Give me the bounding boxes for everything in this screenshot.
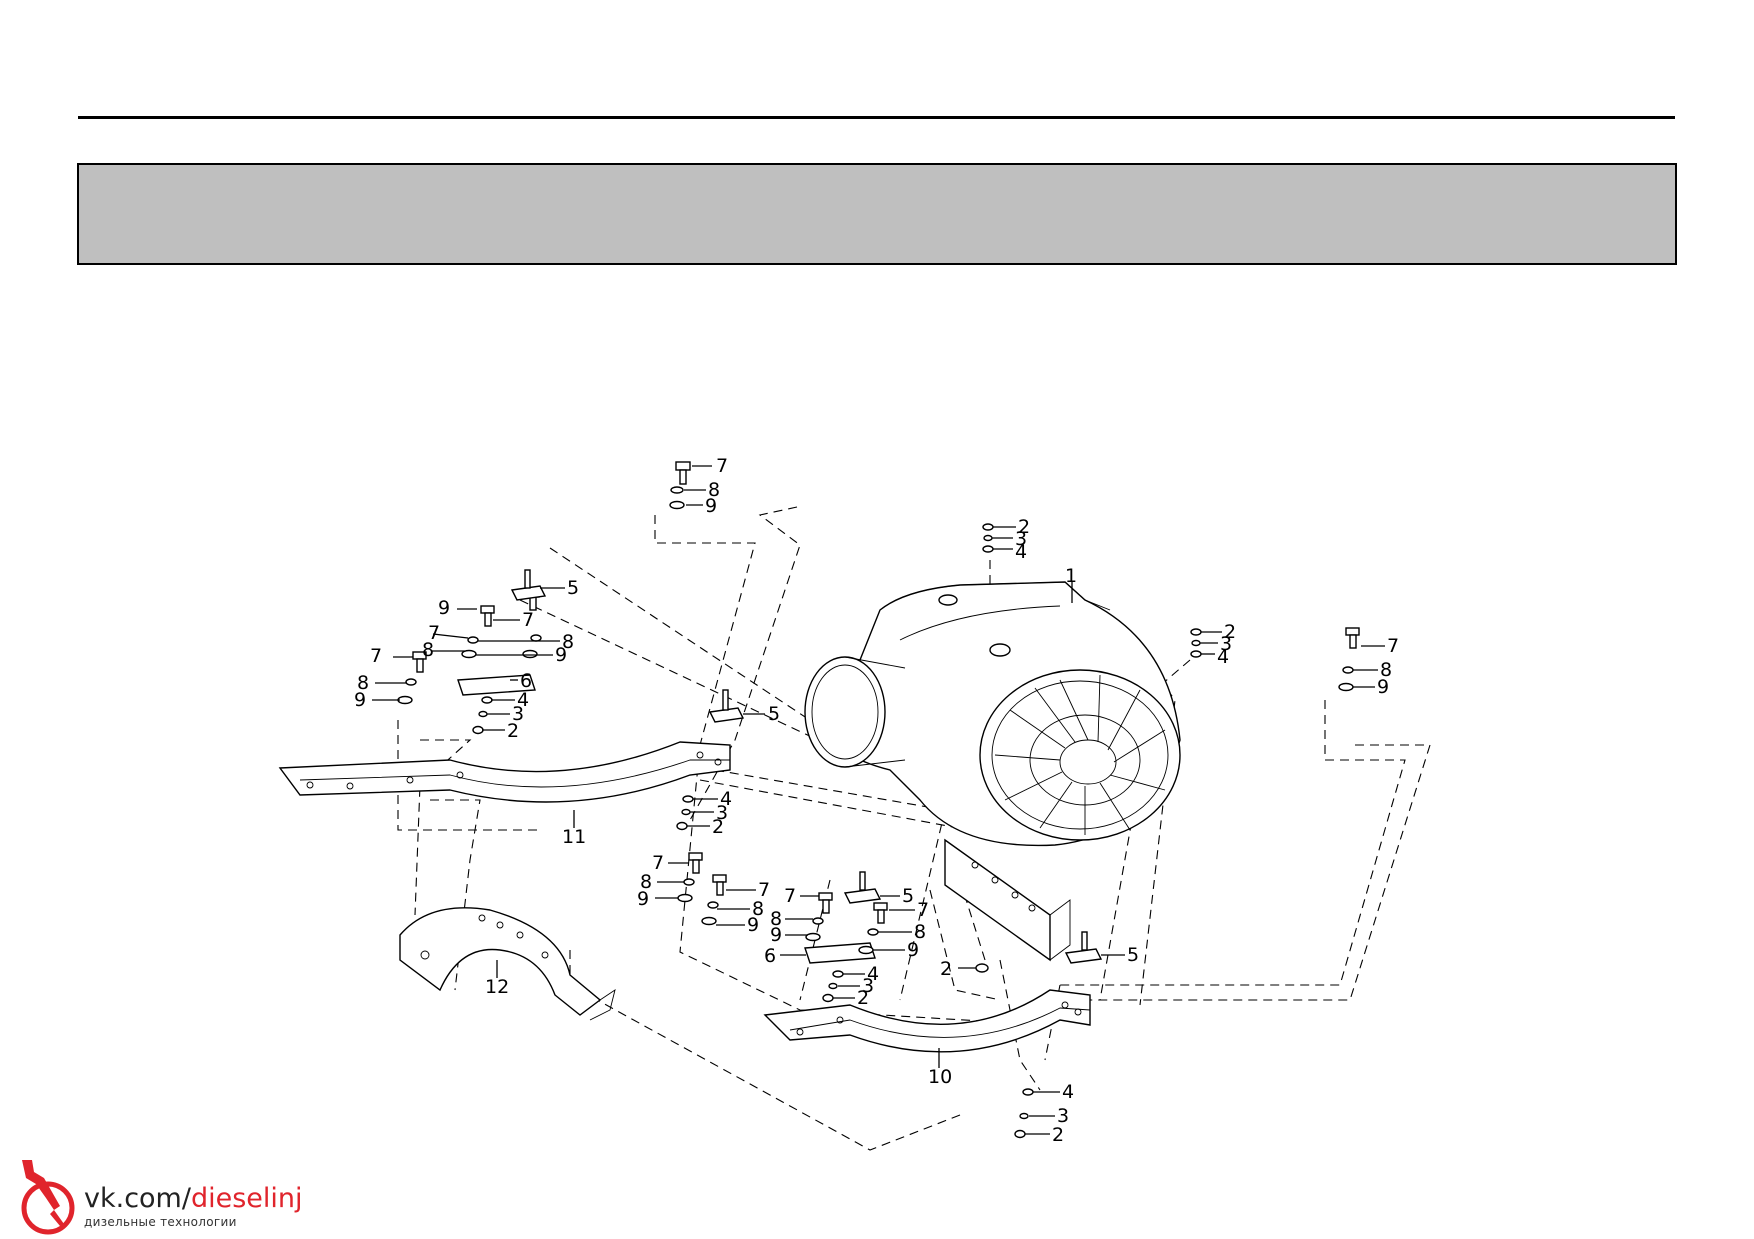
callout-2: 2 (1018, 516, 1030, 538)
callout-7: 7 (652, 852, 664, 874)
callout-7: 7 (716, 455, 728, 477)
dieselinj-logo (21, 1160, 75, 1235)
callout-10: 10 (928, 1066, 952, 1088)
watermark-url-accent: dieselinj (190, 1183, 303, 1214)
callout-8: 8 (357, 672, 369, 694)
callout-7: 7 (784, 885, 796, 907)
callout-9: 9 (747, 914, 759, 936)
callout-9: 9 (1377, 676, 1389, 698)
mount-plate-6b (804, 942, 876, 964)
callout-9: 9 (555, 644, 567, 666)
callout-11: 11 (562, 826, 586, 848)
watermark-text: vk.com/dieselinj дизельные технологии (84, 1184, 303, 1230)
callout-3: 3 (1220, 633, 1232, 655)
callout-3: 3 (862, 975, 874, 997)
header-banner (77, 163, 1677, 265)
callout-7: 7 (758, 879, 770, 901)
watermark-url[interactable]: vk.com/dieselinj (84, 1184, 303, 1214)
callout-labels: 7 8 9 1 2 3 4 2 3 4 9 7 8 5 7 8 9 7 8 9 … (354, 455, 1399, 1146)
callout-2: 2 (940, 958, 952, 980)
callout-4: 4 (1015, 541, 1027, 563)
callout-5: 5 (567, 577, 579, 599)
callout-8: 8 (562, 631, 574, 653)
callout-9: 8 (422, 639, 434, 661)
callout-9: 9 (770, 924, 782, 946)
callout-8: 8 (640, 871, 652, 893)
callout-1: 1 (1065, 565, 1077, 587)
bracket-beam-10 (763, 989, 1091, 1053)
arch-bracket-12 (399, 907, 616, 1021)
callout-8: 8 (1380, 659, 1392, 681)
callout-2: 2 (1224, 621, 1236, 643)
callout-9: 9 (705, 495, 717, 517)
callout-7: 7 (1387, 635, 1399, 657)
callout-2: 2 (507, 720, 519, 742)
header-rule (78, 116, 1675, 119)
callout-5: 5 (768, 703, 780, 725)
callout-9: 9 (354, 689, 366, 711)
blower-housing (804, 581, 1181, 962)
callout-12: 12 (485, 976, 509, 998)
callout-9: 9 (907, 939, 919, 961)
watermark-url-prefix: vk.com/ (84, 1183, 191, 1214)
callout-8: 8 (914, 921, 926, 943)
bracket-beam-11 (278, 741, 731, 803)
callout-6: 6 (764, 945, 776, 967)
injector-icon (21, 1160, 75, 1235)
callout-8: 8 (770, 908, 782, 930)
callout-4: 4 (720, 788, 732, 810)
callout-5: 5 (1127, 944, 1139, 966)
callout-3: 3 (512, 703, 524, 725)
callout-9: 9 (637, 888, 649, 910)
callout-4: 4 (867, 963, 879, 985)
callout-4: 4 (1062, 1081, 1074, 1103)
callout-8: 7 (428, 622, 440, 644)
watermark-subtitle: дизельные технологии (84, 1215, 237, 1229)
fan-blades (994, 674, 1166, 835)
callout-2: 2 (857, 987, 869, 1009)
callout-6: 6 (520, 670, 532, 692)
callout-3: 3 (716, 802, 728, 824)
callout-7: 9 (438, 597, 450, 619)
callout-4: 4 (1217, 646, 1229, 668)
callout-3: 3 (1015, 528, 1027, 550)
callout-3: 3 (1057, 1105, 1069, 1127)
callout-5: 5 (902, 885, 914, 907)
callout-2: 2 (1052, 1124, 1064, 1146)
callout-2: 2 (712, 816, 724, 838)
callout-8: 8 (708, 479, 720, 501)
callout-7: 7 (370, 645, 382, 667)
leader-lines (372, 465, 1385, 1135)
callout-4: 4 (517, 689, 529, 711)
callout-7: 7 (522, 609, 534, 631)
callout-8: 8 (752, 898, 764, 920)
callout-7: 7 (917, 899, 929, 921)
